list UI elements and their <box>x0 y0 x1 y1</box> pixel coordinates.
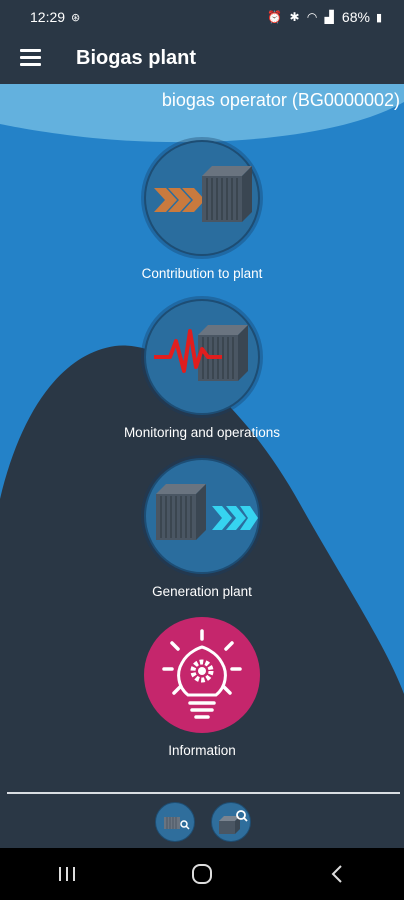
status-bar: 12:29 ⊛ ⏰ ✱ ◠ ▟ 68% ▮ <box>0 0 404 34</box>
container-search-button[interactable] <box>211 802 251 842</box>
recents-button[interactable] <box>37 854 97 894</box>
lightbulb-gear-icon <box>162 629 242 719</box>
page-title: Biogas plant <box>76 47 197 69</box>
battery-level: 68% <box>341 9 370 25</box>
hamburger-menu-icon[interactable] <box>20 49 41 67</box>
information-button[interactable] <box>144 617 260 733</box>
container-monitoring-icon <box>154 325 248 381</box>
feature-generation[interactable]: Generation plant <box>0 458 404 599</box>
bottom-toolbar <box>0 802 404 846</box>
container-incoming-icon <box>154 166 252 222</box>
feature-information[interactable]: Information <box>0 617 404 758</box>
recents-icon <box>59 867 76 881</box>
contribution-button[interactable] <box>144 140 260 256</box>
back-button[interactable] <box>307 854 367 894</box>
generation-button[interactable] <box>144 458 260 574</box>
main-stage: biogas operator (BG0000002) Contribution… <box>0 84 404 792</box>
generation-label: Generation plant <box>152 584 252 599</box>
system-status-icons: ⏰ ✱ ◠ ▟ <box>267 10 336 24</box>
feature-contribution[interactable]: Contribution to plant <box>0 140 404 281</box>
feature-monitoring[interactable]: Monitoring and operations <box>0 299 404 440</box>
sync-icon: ⊛ <box>71 11 81 24</box>
document-search-icon <box>164 817 190 830</box>
home-icon <box>191 864 212 884</box>
back-icon <box>331 865 342 883</box>
document-search-button[interactable] <box>155 802 195 842</box>
battery-icon: ▮ <box>375 11 382 24</box>
monitoring-button[interactable] <box>144 299 260 415</box>
status-time: 12:29 <box>30 9 66 25</box>
system-nav-bar <box>0 848 404 900</box>
contribution-label: Contribution to plant <box>141 266 263 281</box>
home-button[interactable] <box>172 854 232 894</box>
operator-label: biogas operator (BG0000002) <box>161 90 400 110</box>
information-label: Information <box>168 743 236 758</box>
app-bar: Biogas plant <box>0 34 404 84</box>
monitoring-label: Monitoring and operations <box>123 425 281 440</box>
bottom-divider <box>7 792 400 794</box>
container-search-icon <box>219 810 248 834</box>
container-outgoing-icon <box>156 484 258 540</box>
